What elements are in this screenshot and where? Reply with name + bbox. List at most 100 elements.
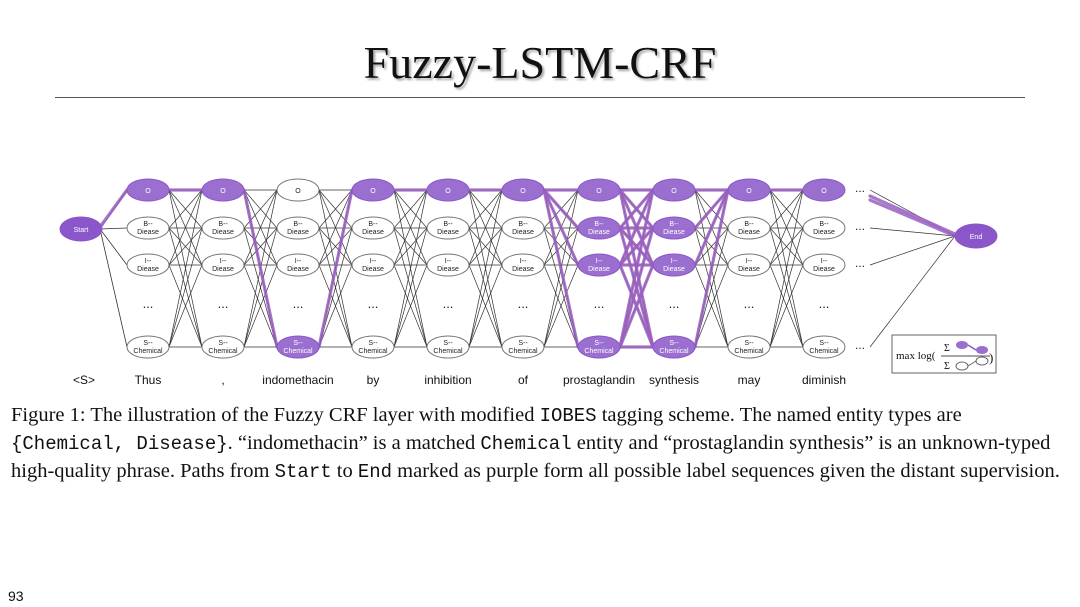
label-node-text: I--	[821, 258, 828, 265]
transition-edge	[769, 189, 804, 266]
highlighted-path-edge	[317, 188, 354, 349]
transition-edge	[769, 227, 804, 266]
label-node-i	[652, 253, 696, 277]
label-node-s	[126, 335, 170, 359]
label-node-o	[126, 178, 170, 202]
label-node-text: O	[520, 188, 526, 195]
highlighted-path-edge	[693, 188, 730, 230]
formula-node-icon	[975, 356, 989, 366]
label-node-b	[727, 216, 771, 240]
label-node-b	[276, 216, 320, 240]
figure-caption: Figure 1: The illustration of the Fuzzy …	[11, 402, 1061, 486]
label-node-s	[802, 335, 846, 359]
label-node-text: Diease	[663, 266, 685, 273]
transition-edge	[543, 227, 579, 266]
transition-edge	[168, 227, 203, 348]
label-node-s	[727, 335, 771, 359]
label-node-text: Chemical	[133, 348, 163, 355]
trailing-ellipsis: ...	[855, 219, 865, 233]
label-node-text: Diease	[137, 229, 159, 236]
label-node-text: Diease	[512, 266, 534, 273]
label-node-text: S--	[443, 340, 453, 347]
label-node-text: Diease	[813, 229, 835, 236]
transition-edge	[393, 189, 428, 266]
transition-edge	[318, 189, 353, 266]
label-node-text: I--	[596, 258, 603, 265]
label-node-text: S--	[744, 340, 754, 347]
transition-edge	[393, 227, 428, 266]
label-node-text: O	[145, 188, 151, 195]
caption-code: {Chemical, Disease}	[11, 433, 228, 455]
label-node-text: Diease	[287, 266, 309, 273]
transition-edge	[393, 189, 428, 348]
label-node-o	[652, 178, 696, 202]
transition-edge	[168, 264, 203, 348]
label-node-o	[501, 178, 545, 202]
label-node-text: S--	[143, 340, 153, 347]
label-node-o	[802, 178, 846, 202]
label-node-b	[577, 216, 621, 240]
label-node-o	[351, 178, 395, 202]
trailing-ellipsis: ...	[855, 181, 865, 195]
label-node-text: I--	[746, 258, 753, 265]
title-divider	[55, 97, 1025, 98]
transition-edge	[243, 227, 278, 266]
transition-edge	[468, 189, 503, 348]
formula-sigma-top: Σ	[944, 343, 950, 354]
transition-edge	[869, 235, 956, 266]
transition-edge	[168, 227, 203, 266]
label-node-text: Chemical	[283, 348, 313, 355]
transition-edge	[468, 189, 503, 229]
highlighted-path-edge	[868, 194, 957, 236]
token-word: by	[367, 373, 380, 387]
label-node-text: O	[220, 188, 226, 195]
formula-box	[891, 334, 997, 374]
ellipsis-dots: ...	[819, 296, 830, 311]
slide-title: Fuzzy-LSTM-CRF	[363, 37, 717, 88]
label-node-text: Chemical	[809, 348, 839, 355]
highlighted-path-edge	[618, 263, 655, 349]
transition-edge	[393, 264, 428, 348]
label-node-i	[276, 253, 320, 277]
label-node-text: Chemical	[433, 348, 463, 355]
transition-edge	[243, 264, 278, 348]
label-node-text: I--	[370, 258, 377, 265]
caption-code: Chemical	[480, 433, 572, 455]
label-node-text: O	[671, 188, 677, 195]
highlighted-path-edge	[618, 188, 655, 267]
transition-edge	[243, 189, 278, 266]
transition-edge	[769, 189, 804, 229]
page-number: 93	[8, 588, 24, 604]
transition-edge	[243, 227, 278, 348]
label-node-text: Diease	[663, 229, 685, 236]
transition-edge	[468, 189, 503, 266]
label-node-i	[577, 253, 621, 277]
transition-edge	[318, 227, 353, 266]
transition-edge	[869, 235, 956, 348]
trailing-ellipsis: ...	[855, 256, 865, 270]
label-node-s	[351, 335, 395, 359]
transition-edge	[694, 264, 729, 348]
transition-edge	[869, 227, 956, 237]
label-node-text: Diease	[137, 266, 159, 273]
label-node-text: Diease	[362, 229, 384, 236]
label-node-i	[201, 253, 245, 277]
label-node-text: O	[445, 188, 451, 195]
formula-node-icon	[955, 361, 969, 371]
label-node-text: I--	[520, 258, 527, 265]
label-node-i	[351, 253, 395, 277]
label-node-text: Chemical	[659, 348, 689, 355]
transition-edge	[769, 264, 804, 348]
ellipsis-dots: ...	[669, 296, 680, 311]
transition-edge	[468, 227, 503, 348]
transition-edge	[694, 227, 729, 266]
caption-text: marked as purple form all possible label…	[392, 460, 1060, 482]
transition-edge	[99, 228, 128, 266]
highlighted-path-edge	[693, 188, 730, 267]
highlighted-path-edge	[542, 188, 580, 267]
end-node-label: End	[970, 234, 983, 241]
formula-node-icon	[956, 341, 968, 349]
label-node-text: S--	[218, 340, 228, 347]
ellipsis-dots: ...	[594, 296, 605, 311]
label-node-text: S--	[819, 340, 829, 347]
